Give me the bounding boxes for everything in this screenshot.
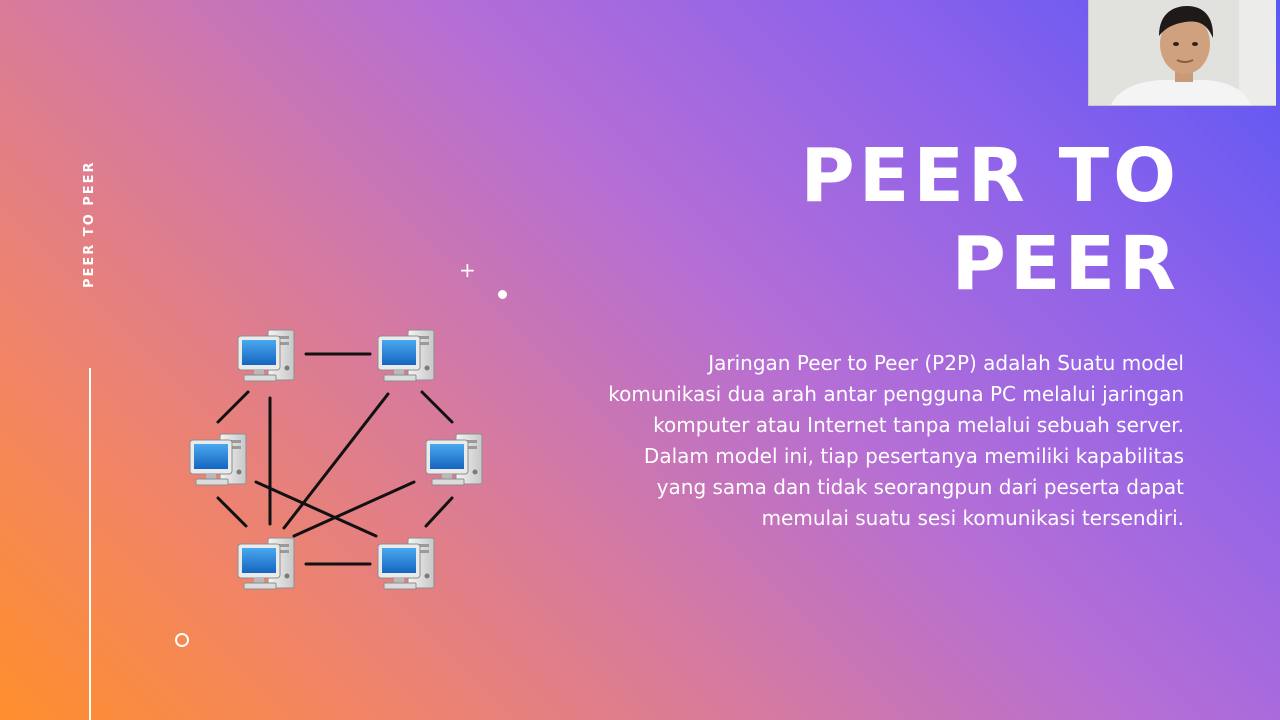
decorative-ring: [175, 633, 189, 647]
decorative-plus-icon: +: [459, 258, 476, 282]
side-title: PEER TO PEER: [80, 160, 100, 290]
slide-body-text: Jaringan Peer to Peer (P2P) adalah Suatu…: [608, 351, 1184, 530]
presenter-video-icon: [1089, 0, 1276, 105]
link-tl-ml: [216, 390, 250, 424]
side-title-text: PEER TO PEER: [82, 160, 97, 288]
link-tr-bl: [282, 392, 390, 530]
slide-title-line-2: PEER: [951, 221, 1180, 307]
webcam-overlay: [1088, 0, 1276, 106]
link-mr-bl: [292, 480, 416, 538]
pc-icon-bottom-left: [237, 537, 295, 590]
pc-icon-top-left: [237, 329, 295, 382]
side-divider-line: [89, 368, 91, 720]
link-mr-br: [424, 496, 454, 528]
pc-icon-mid-right: [425, 433, 483, 486]
link-ml-bl: [216, 496, 248, 528]
network-links: [216, 352, 454, 566]
decorative-dot: [498, 290, 507, 299]
peer-to-peer-network-diagram: [189, 329, 483, 590]
pc-icon-top-right: [377, 329, 435, 382]
link-ml-br: [254, 480, 378, 538]
pc-icon-mid-left: [189, 433, 247, 486]
pc-icon-bottom-right: [377, 537, 435, 590]
slide-title-line-1: PEER TO: [800, 133, 1180, 219]
link-tr-mr: [420, 390, 454, 424]
slide-title: PEER TO PEER: [660, 132, 1180, 308]
